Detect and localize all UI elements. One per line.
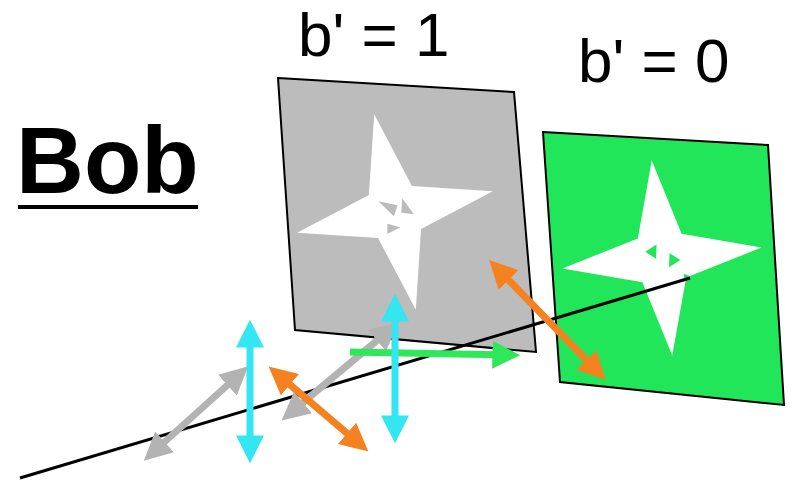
detector-label: b' = 0 xyxy=(578,30,729,92)
polarization-arrow xyxy=(350,352,512,355)
polarization-arrow xyxy=(275,372,362,446)
polarization-arrow xyxy=(495,266,600,374)
polarization-arrow xyxy=(150,372,242,455)
polarization-arrow xyxy=(392,302,399,435)
star-aperture xyxy=(552,150,771,366)
party-name: Bob xyxy=(16,114,199,208)
detector-label: b' = 1 xyxy=(298,4,449,66)
polarizer-plate xyxy=(543,132,784,405)
polarization-arrow xyxy=(288,328,392,415)
star-aperture xyxy=(276,93,513,330)
polarization-arrow xyxy=(247,328,254,455)
beam-line xyxy=(20,278,690,478)
